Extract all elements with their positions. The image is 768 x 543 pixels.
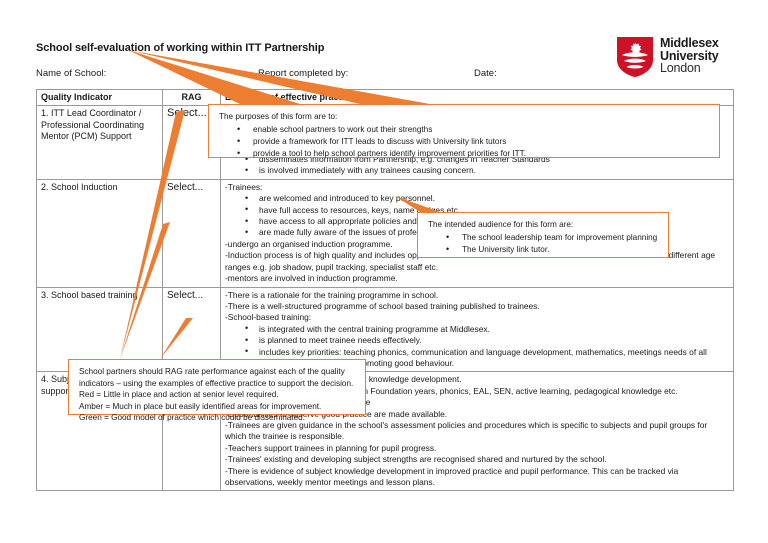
table-row: 3. School based training Select... -Ther… (36, 286, 734, 373)
callout-purpose-list: enable school partners to work out their… (235, 123, 711, 160)
example-line: -There is a rationale for the training p… (225, 289, 439, 300)
callout-rag-guidance: School partners should RAG rate performa… (68, 359, 366, 422)
example-line: -undergo an organised induction programm… (225, 238, 393, 249)
example-line: -Teachers support trainees in planning f… (225, 442, 437, 453)
callout-audience: The intended audience for this form are:… (417, 212, 669, 258)
list-item: The University link tutor. (444, 243, 660, 256)
examples-bullet-list: are welcomed and introduced to key perso… (243, 193, 729, 239)
example-line: -Trainees are given guidance in the scho… (225, 419, 708, 442)
shield-crest-icon (617, 37, 653, 77)
example-line: -Trainees: (225, 181, 263, 192)
callout-rag-line: Red = Little in place and action at seni… (79, 390, 279, 400)
list-item: are made fully aware of the issues of pr… (243, 227, 729, 239)
examples-cell-3: -There is a rationale for the training p… (220, 286, 734, 373)
callout-audience-lead: The intended audience for this form are: (428, 220, 574, 229)
list-item: is planned to meet trainee needs effecti… (243, 335, 729, 347)
callout-rag-line: School partners should RAG rate performa… (79, 367, 354, 388)
list-item: have access to all appropriate policies … (243, 216, 729, 228)
quality-indicator-2-label: 2. School Induction (36, 178, 163, 288)
example-line: -There is evidence of subject knowledge … (225, 465, 679, 487)
example-line: -mentors are involved in induction progr… (225, 273, 398, 284)
list-item: enable school partners to work out their… (235, 123, 711, 136)
callout-purpose-lead: The purposes of this form are to: (219, 112, 338, 121)
callout-rag-line: Amber = Much in place but easily identif… (79, 401, 322, 411)
page-title: School self-evaluation of working within… (36, 42, 325, 54)
logo-wordmark: Middlesex University London (660, 37, 719, 75)
rag-select-2[interactable]: Select... (162, 178, 221, 288)
callout-audience-list: The school leadership team for improveme… (444, 231, 660, 256)
list-item: provide a tool to help school partners i… (235, 147, 711, 160)
date-label: Date: (474, 68, 497, 79)
logo-line-2: University (660, 48, 719, 63)
example-line: -There is a well-structured programme of… (225, 300, 540, 311)
list-item: is integrated with the central training … (243, 323, 729, 335)
list-item: is involved immediately with any trainee… (243, 165, 729, 177)
middlesex-university-logo: Middlesex University London (616, 36, 756, 80)
examples-cell-4: -Mentors support trainees with subject k… (220, 371, 734, 492)
list-item: have full access to resources, keys, nam… (243, 204, 729, 216)
school-name-label: Name of School: (36, 68, 107, 79)
report-completed-by-label: Report completed by: (258, 68, 349, 79)
logo-line-1: Middlesex (660, 36, 719, 50)
callout-purpose: The purposes of this form are to: enable… (208, 104, 720, 160)
callout-rag-line: Green = Good model of practice which cou… (79, 413, 305, 423)
list-item: The school leadership team for improveme… (444, 231, 660, 244)
quality-indicator-1-label: 1. ITT Lead Coordinator / Professional C… (36, 105, 163, 180)
logo-line-3: London (660, 61, 701, 75)
example-line: -School-based training: (225, 312, 312, 323)
list-item: provide a framework for ITT leads to dis… (235, 135, 711, 148)
list-item: are welcomed and introduced to key perso… (243, 193, 729, 205)
column-header-quality-indicator: Quality Indicator (36, 88, 163, 107)
example-line: -Trainees have access to curriculum in F… (225, 385, 678, 396)
example-line: -Trainees' existing and developing subje… (225, 454, 607, 465)
